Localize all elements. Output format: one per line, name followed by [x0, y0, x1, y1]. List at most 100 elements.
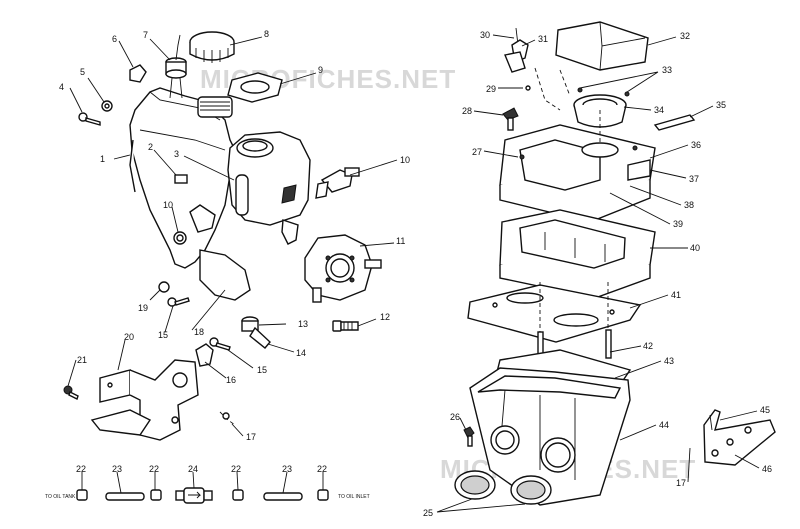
hose-notes: TO OIL TANK TO OIL INLET — [45, 494, 370, 500]
callout-22b: 22 — [149, 464, 159, 474]
callout-44: 44 — [659, 420, 669, 430]
nut-19 — [158, 281, 170, 293]
grommet-7 — [165, 34, 187, 99]
callout-32: 32 — [680, 31, 690, 41]
callout-31: 31 — [538, 34, 548, 44]
callout-4: 4 — [59, 82, 64, 92]
clip — [129, 64, 147, 83]
breather-fitting — [504, 27, 531, 91]
logo-mark — [281, 184, 297, 204]
callout-27: 27 — [472, 147, 482, 157]
side-bracket[interactable] — [703, 409, 776, 466]
fitting-10[interactable] — [315, 167, 360, 199]
callout-25: 25 — [423, 508, 433, 518]
callout-23b: 23 — [282, 464, 292, 474]
callout-19: 19 — [138, 303, 148, 313]
callout-26: 26 — [450, 412, 460, 422]
callout-20: 20 — [124, 332, 134, 342]
wing-nut — [502, 107, 519, 131]
hose-23a — [105, 492, 145, 501]
callout-28: 28 — [462, 106, 472, 116]
sub-tank[interactable] — [227, 131, 311, 245]
callout-23a: 23 — [112, 464, 122, 474]
callout-45: 45 — [760, 405, 770, 415]
callout-38: 38 — [684, 200, 694, 210]
intake-boots[interactable] — [454, 470, 552, 505]
filler-neck — [197, 96, 233, 118]
callout-17b: 17 — [676, 478, 686, 488]
note-to-oil-tank: TO OIL TANK — [45, 494, 76, 500]
callout-10a: 10 — [400, 155, 410, 165]
screw-15b — [209, 337, 231, 351]
callouts: 1 2 3 4 5 6 7 8 9 10 10 11 12 13 14 15 1… — [59, 29, 772, 518]
hose-clamp-22c — [232, 489, 244, 501]
bolt-26 — [463, 426, 475, 447]
screw-33b — [624, 91, 630, 97]
callout-8: 8 — [264, 29, 269, 39]
hose-23b — [263, 492, 303, 501]
hose-clamp-22d — [317, 489, 329, 501]
callout-22d: 22 — [317, 464, 327, 474]
callout-40: 40 — [690, 243, 700, 253]
callout-15a: 15 — [158, 330, 168, 340]
callout-29: 29 — [486, 84, 496, 94]
callout-15b: 15 — [257, 365, 267, 375]
callout-37: 37 — [689, 174, 699, 184]
clip-16 — [195, 343, 214, 367]
airbox-cover[interactable] — [499, 124, 656, 223]
callout-3: 3 — [174, 149, 179, 159]
callout-42: 42 — [643, 341, 653, 351]
callout-13: 13 — [298, 319, 308, 329]
oil-pump[interactable] — [304, 234, 382, 303]
inline-filter-24 — [175, 487, 213, 504]
studs — [537, 282, 612, 361]
callout-21: 21 — [77, 355, 87, 365]
callout-17a: 17 — [246, 432, 256, 442]
tank-bracket — [199, 249, 251, 301]
callout-5: 5 — [80, 67, 85, 77]
hose-clamp-22a — [76, 489, 88, 501]
oil-tank[interactable] — [129, 87, 251, 301]
mount-bracket[interactable] — [90, 359, 199, 441]
hose-clamp-22b — [150, 489, 162, 501]
callout-11: 11 — [396, 236, 405, 246]
callout-1: 1 — [100, 154, 105, 164]
fitting-13 — [241, 316, 271, 349]
callout-2: 2 — [148, 142, 153, 152]
strap — [653, 114, 696, 131]
intake-adaptor[interactable] — [573, 94, 627, 128]
callout-39: 39 — [673, 219, 683, 229]
callout-10b: 10 — [163, 200, 173, 210]
callout-12: 12 — [380, 312, 390, 322]
tank-label — [174, 174, 188, 184]
lower-airbox[interactable] — [469, 367, 631, 506]
callout-22c: 22 — [231, 464, 241, 474]
callout-30: 30 — [480, 30, 490, 40]
callout-46: 46 — [762, 464, 772, 474]
screw-15a — [167, 297, 190, 307]
callout-6: 6 — [112, 34, 117, 44]
callout-16: 16 — [226, 375, 236, 385]
base-gasket[interactable] — [467, 284, 642, 343]
callout-24: 24 — [188, 464, 198, 474]
callout-41: 41 — [671, 290, 681, 300]
callout-18: 18 — [194, 327, 204, 337]
callout-43: 43 — [664, 356, 674, 366]
callout-9: 9 — [318, 65, 323, 75]
leader-lines — [67, 34, 760, 513]
callout-14: 14 — [296, 348, 306, 358]
screw-21 — [63, 385, 79, 400]
filter-element[interactable] — [555, 21, 649, 71]
callout-34: 34 — [654, 105, 664, 115]
note-to-oil-inlet: TO OIL INLET — [338, 494, 370, 500]
callout-22a: 22 — [76, 464, 86, 474]
callout-35: 35 — [716, 100, 726, 110]
screw-4 — [78, 112, 101, 126]
callout-36: 36 — [691, 140, 701, 150]
screw-33a — [577, 87, 583, 93]
tank-cap[interactable] — [189, 31, 235, 63]
callout-33: 33 — [662, 65, 672, 75]
callout-7: 7 — [143, 30, 148, 40]
airbox-foam[interactable] — [499, 209, 656, 299]
